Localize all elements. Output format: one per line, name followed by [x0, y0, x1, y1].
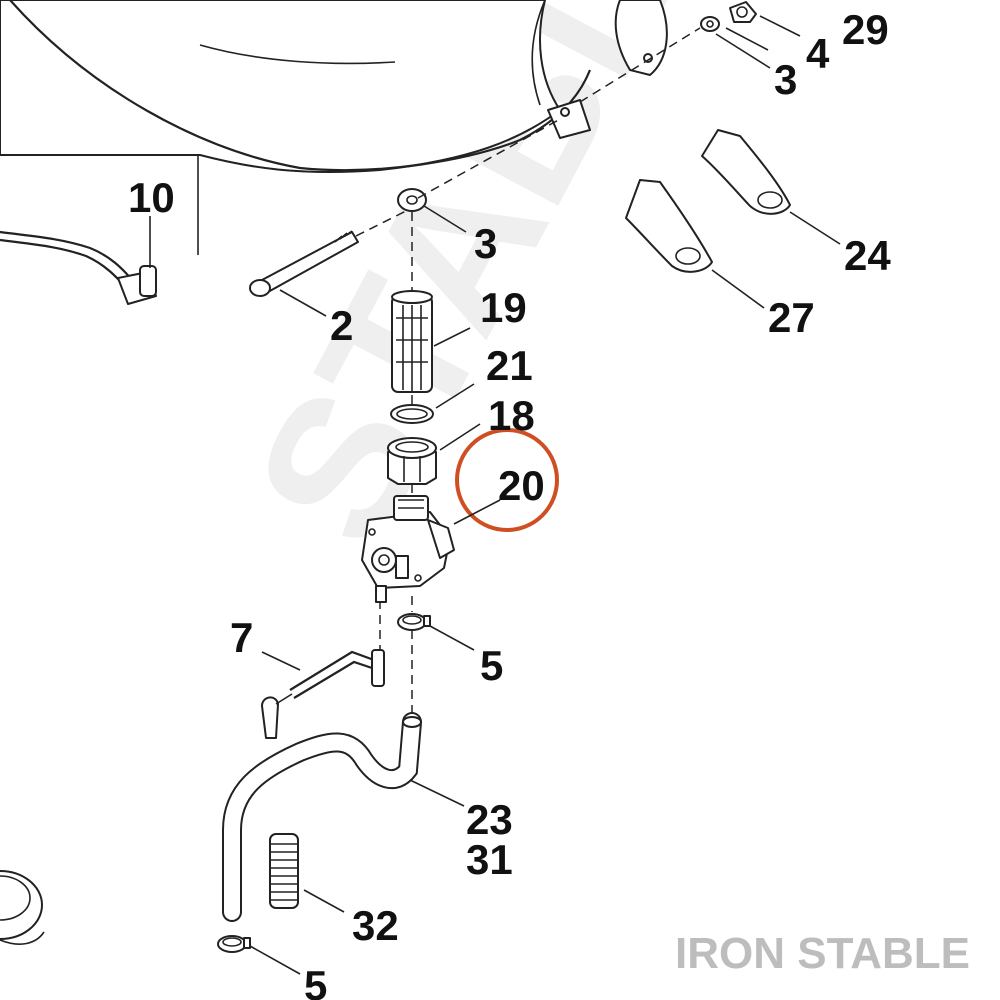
- fuel-petcock-20: [361, 495, 455, 603]
- callout-labels: 29 4 3 10 3 24 2 19 27 21 18 20 7 5 23 3…: [128, 6, 891, 1000]
- o-ring-21: [390, 404, 434, 424]
- hose-clamp-5-upper: [397, 613, 431, 631]
- gas-cap: [0, 870, 45, 945]
- callout-3-mid: 3: [474, 220, 497, 267]
- bracket-24: [701, 129, 791, 215]
- callout-23: 23: [466, 796, 513, 843]
- bolt-2: [249, 230, 359, 297]
- filter-screen-19: [391, 290, 433, 393]
- fitting-nut-18: [387, 437, 437, 485]
- bracket-27: [625, 179, 713, 273]
- callout-3-top: 3: [774, 56, 797, 103]
- callout-7: 7: [230, 614, 253, 661]
- fuel-line-10: [0, 230, 157, 305]
- washer-nut-hardware: [700, 1, 757, 32]
- callout-2: 2: [330, 302, 353, 349]
- callout-20: 20: [498, 462, 545, 509]
- callout-32: 32: [352, 902, 399, 949]
- callout-18: 18: [488, 392, 535, 439]
- washer-3: [397, 188, 427, 212]
- callout-19: 19: [480, 284, 527, 331]
- callout-29: 29: [842, 6, 889, 53]
- fuel-hose-23: [222, 712, 422, 922]
- hose-clamp-5-lower: [217, 935, 251, 953]
- assembly-guide-lines: [355, 27, 701, 720]
- vacuum-line-7: [261, 649, 385, 739]
- callout-21: 21: [486, 342, 533, 389]
- brand-logo-text: IRON STABLE: [675, 929, 970, 978]
- callout-27: 27: [768, 294, 815, 341]
- callout-5-lower: 5: [304, 962, 327, 1000]
- callout-31: 31: [466, 836, 513, 883]
- leader-lines: [149, 15, 841, 975]
- hose-spring-32: [269, 833, 299, 909]
- callout-10: 10: [128, 174, 175, 221]
- highlight-circle: [455, 428, 559, 532]
- callout-5-upper: 5: [480, 642, 503, 689]
- fuel-tank: [0, 0, 668, 255]
- callout-24: 24: [844, 232, 891, 279]
- callout-4: 4: [806, 30, 830, 77]
